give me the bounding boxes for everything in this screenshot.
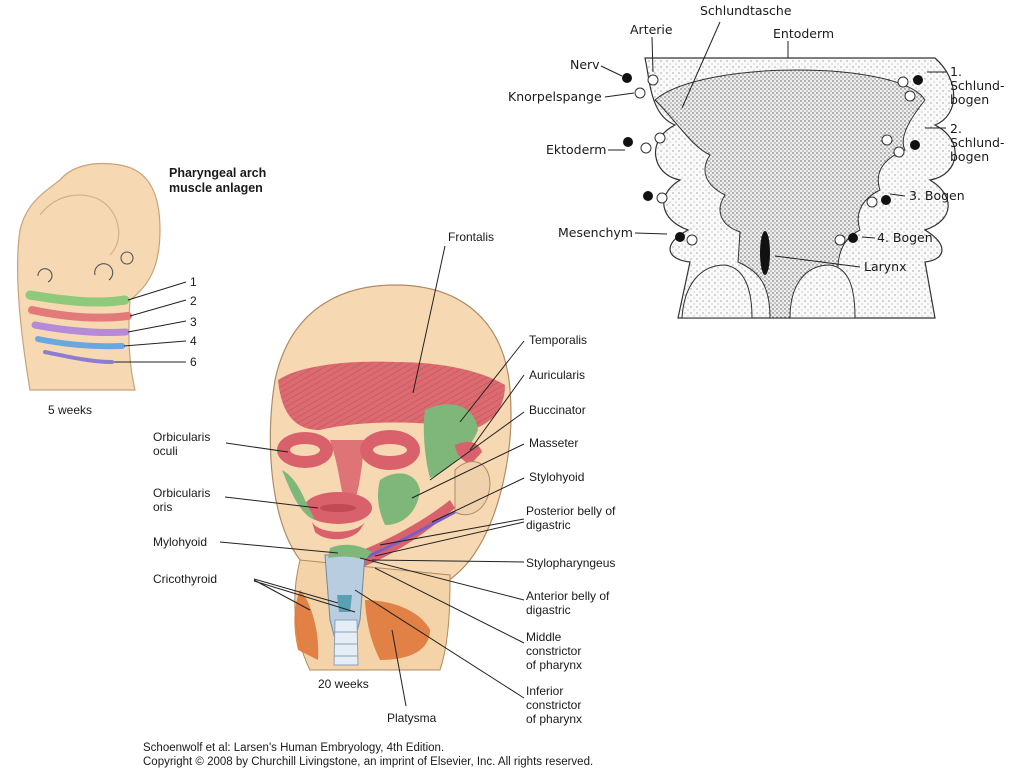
arch1-left-nerve: [622, 73, 632, 83]
label-nerv: Nerv: [570, 57, 600, 72]
label-posterior-digastric: Posterior belly of digastric: [526, 504, 616, 532]
label-arterie: Arterie: [630, 22, 673, 37]
arch-number-1: 1: [190, 275, 197, 289]
label-middle-constrictor: Middle constrictor of pharynx: [526, 630, 583, 672]
embryo-5-weeks: [17, 162, 187, 391]
arch-number-2: 2: [190, 294, 197, 308]
label-stylohyoid: Stylohyoid: [529, 470, 585, 484]
label-orbicularis-oculi: Orbicularis oculi: [153, 430, 211, 458]
buccinator-left: [282, 470, 315, 520]
label-buccinator: Buccinator: [529, 403, 586, 417]
leader-lines-20wk: [219, 245, 525, 707]
label-bogen-3: 3. Bogen: [909, 188, 965, 203]
label-mesenchym: Mesenchym: [558, 225, 633, 240]
label-auricularis: Auricularis: [529, 368, 586, 382]
embryo-body: [17, 162, 161, 391]
label-ektoderm: Ektoderm: [546, 142, 607, 157]
embryo-title-line1: Pharyngeal arch: [169, 166, 267, 180]
arch-number-3: 3: [190, 315, 197, 329]
fetus-age: 20 weeks: [318, 677, 369, 691]
temporalis: [423, 404, 478, 478]
stylopharyngeus-band: [359, 510, 456, 562]
mylohyoid: [328, 544, 372, 560]
label-cricothyroid: Cricothyroid: [153, 572, 218, 586]
label-mylohyoid: Mylohyoid: [153, 535, 208, 549]
label-anterior-digastric: Anterior belly of digastric: [526, 589, 610, 617]
label-knorpelspange: Knorpelspange: [508, 89, 602, 104]
cricothyroid: [337, 595, 352, 612]
label-bogen-4: 4. Bogen: [877, 230, 933, 245]
nasal-muscle: [330, 440, 365, 500]
embryo-title-line2: muscle anlagen: [169, 181, 263, 195]
pharynx-section: [622, 57, 956, 319]
leader-lines-section: [600, 21, 946, 268]
platysma-right: [365, 600, 430, 660]
credit-line-1: Schoenwolf et al: Larsen's Human Embryol…: [143, 742, 445, 754]
section-right-lobe: [789, 264, 856, 319]
arch-3: [31, 321, 130, 337]
label-orbicularis-oris: Orbicularis oris: [153, 486, 211, 514]
label-bogen-1: 1. Schlund-bogen: [950, 64, 1005, 107]
embryo-age: 5 weeks: [48, 403, 93, 417]
embryo-brain-fold: [39, 194, 120, 256]
embryo-otic-swirl-2: [94, 263, 114, 281]
arch1-left-cartilage: [634, 87, 646, 99]
label-masseter: Masseter: [529, 436, 579, 450]
arch-6: [43, 350, 114, 364]
label-bogen-2: 2. Schlund-bogen: [950, 121, 1005, 164]
label-schlundtasche: Schlundtasche: [700, 3, 792, 18]
embryo-eye: [120, 251, 134, 265]
arch-4: [35, 336, 125, 350]
label-frontalis: Frontalis: [448, 230, 495, 244]
fetus-20-weeks: [269, 284, 512, 671]
label-inferior-constrictor: Inferior constrictor of pharynx: [526, 684, 583, 726]
mentalis: [312, 522, 365, 540]
ear: [454, 461, 491, 516]
section-left-lobe: [681, 264, 753, 319]
arch-number-4: 4: [190, 334, 197, 348]
arch-number-6: 6: [190, 355, 197, 369]
trachea: [333, 619, 359, 666]
arch1-left-artery: [647, 74, 659, 86]
credit-line-2: Copyright © 2008 by Churchill Livingston…: [143, 756, 594, 768]
label-entoderm: Entoderm: [773, 26, 835, 41]
platysma-left: [294, 590, 319, 660]
arch-1: [25, 290, 130, 307]
larynx-slit: [760, 231, 770, 275]
label-platysma: Platysma: [387, 711, 437, 725]
masseter: [377, 473, 420, 525]
label-temporalis: Temporalis: [529, 333, 588, 347]
arch-2: [28, 306, 132, 322]
label-stylopharyngeus: Stylopharyngeus: [526, 556, 616, 570]
embryo-otic-swirl-1: [37, 268, 53, 283]
label-larynx: Larynx: [864, 259, 907, 274]
